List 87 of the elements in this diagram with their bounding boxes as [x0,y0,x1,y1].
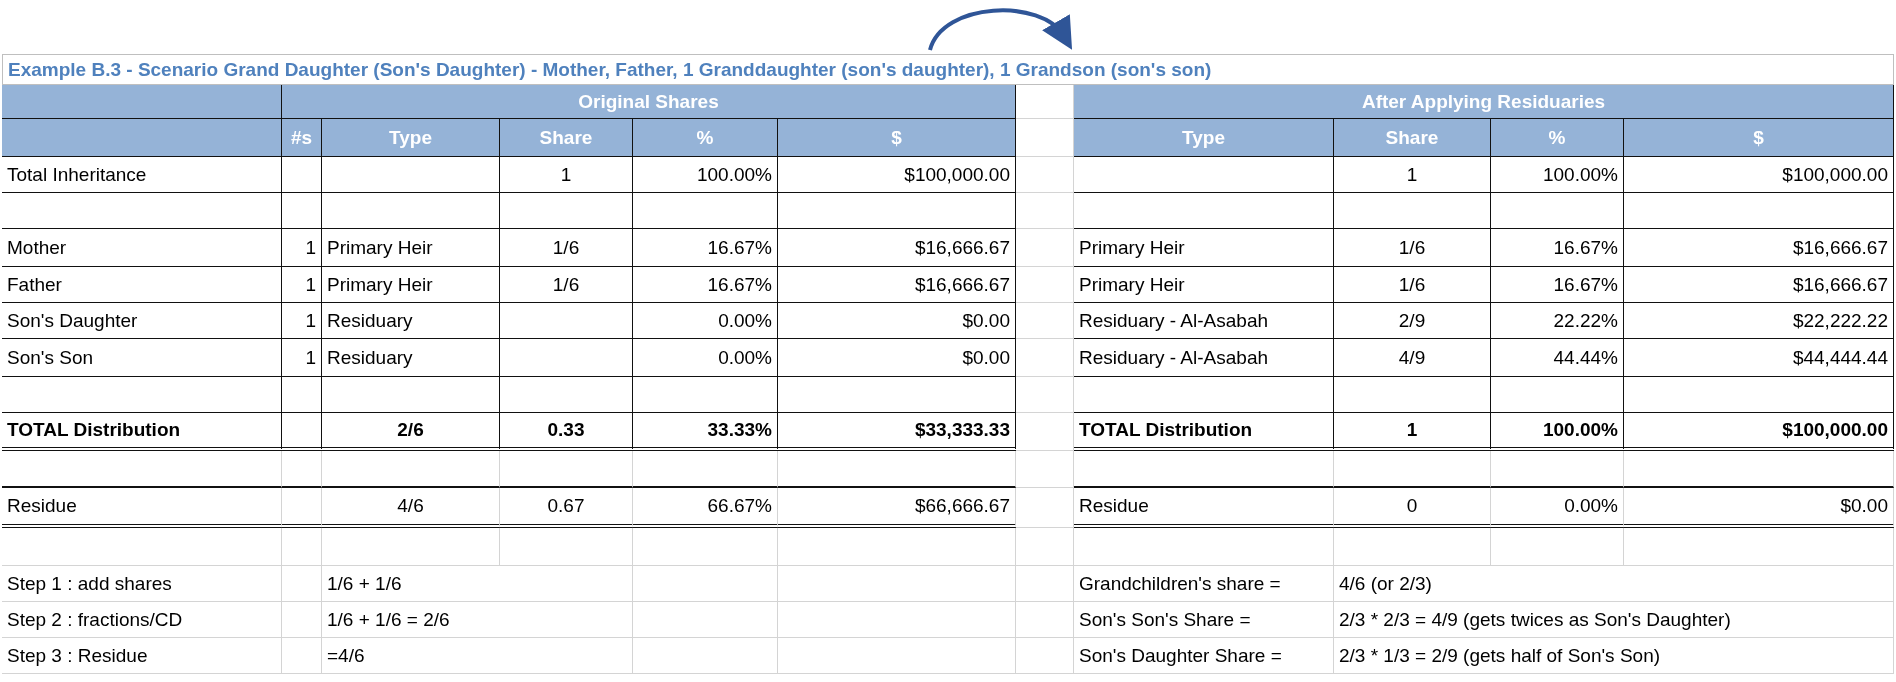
column-header: Share [500,119,633,157]
heir-type: Residuary [322,339,500,377]
heir-type: Residuary - Al-Asabah [1074,303,1334,339]
share-value: 4/9 [1334,339,1491,377]
step-note: Son's Daughter Share = [1074,638,1334,674]
column-header: Type [322,119,500,157]
step-note: Son's Son's Share = [1074,602,1334,638]
percent-value: 16.67% [1491,267,1624,303]
row-label: TOTAL Distribution [2,413,282,451]
percent-value: 16.67% [633,229,778,267]
percent-value: 100.00% [1491,413,1624,451]
percent-value: 66.67% [633,488,778,528]
amount-value: $100,000.00 [1624,157,1894,193]
share-value: 1 [1334,413,1491,451]
percent-value: 16.67% [1491,229,1624,267]
formula-text: =4/6 [322,638,633,674]
percent-value: 16.67% [633,267,778,303]
heir-type: Residuary [322,303,500,339]
amount-value: $0.00 [1624,488,1894,528]
count-value: 1 [282,339,322,377]
amount-value: $16,666.67 [1624,229,1894,267]
heir-type: Residue [1074,488,1334,528]
row-label: Son's Daughter [2,303,282,339]
amount-value: $66,666.67 [778,488,1016,528]
count-value: 1 [282,229,322,267]
heir-type: 2/6 [322,413,500,451]
percent-value: 0.00% [633,339,778,377]
formula-text: 2/3 * 1/3 = 2/9 (gets half of Son's Son) [1334,638,1894,674]
share-value: 1/6 [1334,229,1491,267]
column-header: % [633,119,778,157]
amount-value: $33,333.33 [778,413,1016,451]
heir-type: Primary Heir [322,229,500,267]
amount-value: $100,000.00 [1624,413,1894,451]
column-header: Share [1334,119,1491,157]
formula-text: 1/6 + 1/6 = 2/6 [322,602,633,638]
section-header: Original Shares [282,85,1016,119]
amount-value: $100,000.00 [778,157,1016,193]
row-label: Residue [2,488,282,528]
percent-value: 100.00% [633,157,778,193]
step-note: Grandchildren's share = [1074,566,1334,602]
column-header: % [1491,119,1624,157]
heir-type: Primary Heir [1074,229,1334,267]
count-value: 1 [282,267,322,303]
column-header: $ [778,119,1016,157]
share-value: 1 [1334,157,1491,193]
share-value: 0 [1334,488,1491,528]
share-value: 2/9 [1334,303,1491,339]
amount-value: $16,666.67 [778,229,1016,267]
heir-type: TOTAL Distribution [1074,413,1334,451]
percent-value: 44.44% [1491,339,1624,377]
share-value: 1/6 [500,229,633,267]
column-header: Type [1074,119,1334,157]
amount-value: $22,222.22 [1624,303,1894,339]
share-value: 0.67 [500,488,633,528]
column-header: #s [282,119,322,157]
share-value: 1/6 [1334,267,1491,303]
row-label: Mother [2,229,282,267]
step-note: Step 1 : add shares [2,566,282,602]
formula-text: 1/6 + 1/6 [322,566,633,602]
step-note: Step 2 : fractions/CD [2,602,282,638]
percent-value: 22.22% [1491,303,1624,339]
share-value: 0.33 [500,413,633,451]
amount-value: $16,666.67 [778,267,1016,303]
heir-type: Residuary - Al-Asabah [1074,339,1334,377]
amount-value: $44,444.44 [1624,339,1894,377]
percent-value: 0.00% [633,303,778,339]
row-label: Son's Son [2,339,282,377]
amount-value: $0.00 [778,303,1016,339]
heir-type: Primary Heir [322,267,500,303]
heir-type: Primary Heir [1074,267,1334,303]
row-label: Father [2,267,282,303]
diagram-title: Example B.3 - Scenario Grand Daughter (Son's Daughter) - Mother, Father, 1 Granddaughter (son's daughter), 1 Grandson (son's son) [2,54,1894,85]
formula-text: 2/3 * 2/3 = 4/9 (gets twices as Son's Daughter) [1334,602,1894,638]
percent-value: 100.00% [1491,157,1624,193]
column-header: $ [1624,119,1894,157]
formula-text: 4/6 (or 2/3) [1334,566,1894,602]
percent-value: 0.00% [1491,488,1624,528]
count-value: 1 [282,303,322,339]
share-value: 1 [500,157,633,193]
step-note: Step 3 : Residue [2,638,282,674]
share-value: 1/6 [500,267,633,303]
percent-value: 33.33% [633,413,778,451]
section-header: After Applying Residuaries [1074,85,1894,119]
amount-value: $16,666.67 [1624,267,1894,303]
amount-value: $0.00 [778,339,1016,377]
row-label: Total Inheritance [2,157,282,193]
heir-type: 4/6 [322,488,500,528]
